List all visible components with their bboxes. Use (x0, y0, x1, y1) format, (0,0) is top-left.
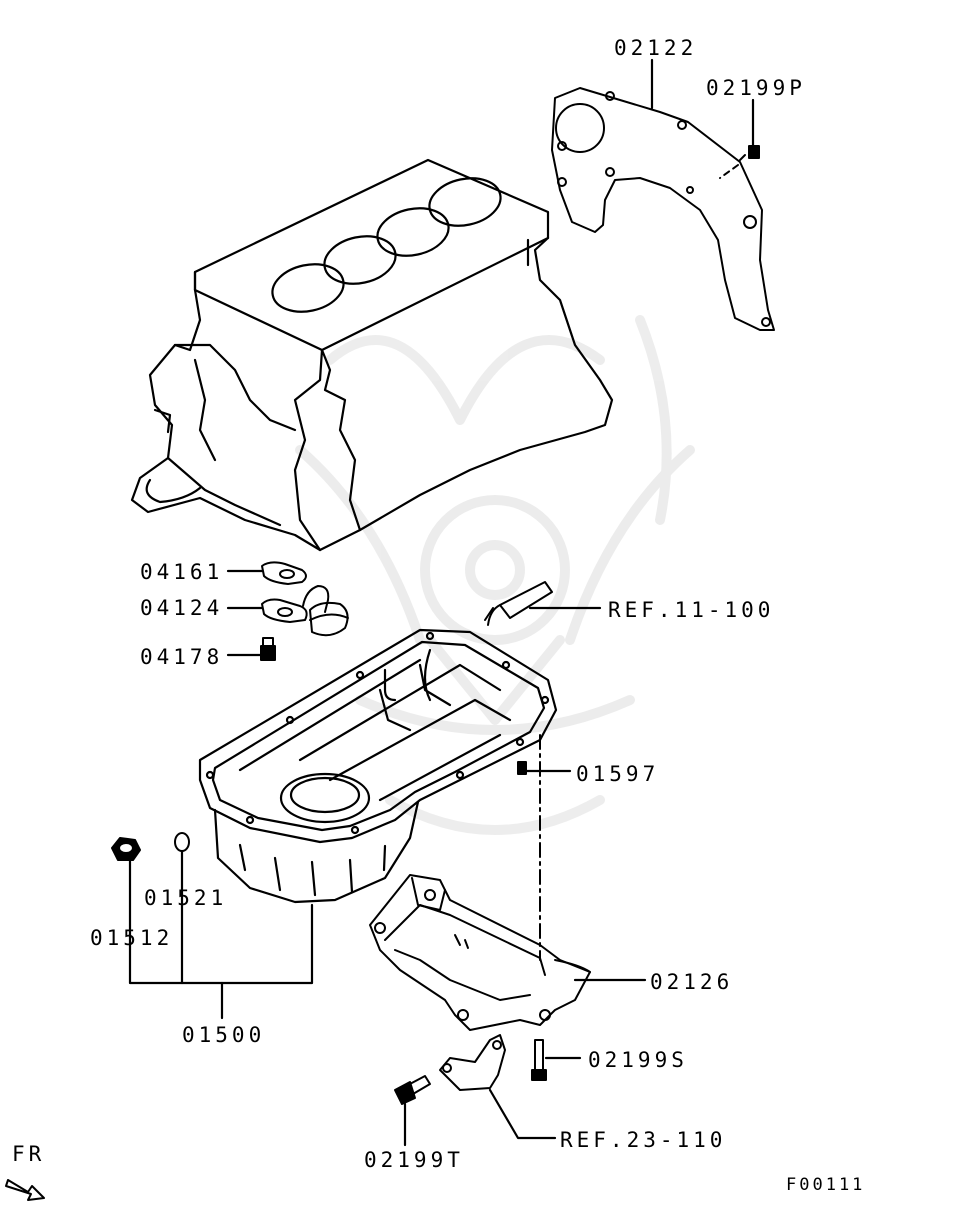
fr-label: FR (12, 1142, 46, 1166)
sealant-tube (484, 581, 553, 626)
label-01521[interactable]: 01521 (144, 886, 228, 910)
label-04124[interactable]: 04124 (140, 596, 224, 620)
cylinder-bore-2 (376, 207, 450, 257)
leader-01500 (128, 858, 314, 985)
label-ref-23-110[interactable]: REF.23-110 (560, 1128, 727, 1152)
cylinder-bore-1 (428, 177, 502, 227)
label-01500[interactable]: 01500 (182, 1023, 266, 1047)
label-02122[interactable]: 02122 (614, 36, 698, 60)
front-arrow-icon (5, 1179, 45, 1201)
drain-plug-01512 (111, 837, 141, 861)
watermark-emblem (295, 315, 695, 835)
rear-plate-02122 (551, 87, 775, 331)
sump-opening (279, 772, 371, 824)
label-04161[interactable]: 04161 (140, 560, 224, 584)
bolt-01597 (517, 734, 541, 961)
label-02126[interactable]: 02126 (650, 970, 734, 994)
label-04178[interactable]: 04178 (140, 645, 224, 669)
diagram-code: F00111 (786, 1175, 866, 1195)
label-02199S[interactable]: 02199S (588, 1048, 688, 1072)
lower-pan-02126 (369, 874, 591, 1031)
bolt-04178 (260, 637, 276, 661)
cylinder-bore-3 (323, 235, 397, 285)
gasket-01521 (174, 832, 190, 852)
engine-block (130, 158, 614, 552)
cylinder-bore-4 (271, 263, 345, 313)
leader-ref23 (488, 1088, 557, 1140)
bolt-02199S (531, 1039, 547, 1081)
bracket (439, 1034, 506, 1091)
leader-lines (128, 58, 755, 1147)
strainer-04124 (261, 585, 349, 637)
oil-pan (198, 628, 558, 904)
bolt-02199P (719, 145, 760, 179)
gasket-04161 (261, 561, 307, 585)
label-01597[interactable]: 01597 (576, 762, 660, 786)
label-ref-11-100[interactable]: REF.11-100 (608, 598, 775, 622)
label-01512[interactable]: 01512 (90, 926, 174, 950)
label-02199T[interactable]: 02199T (364, 1148, 464, 1172)
bolt-02199T (394, 1075, 431, 1105)
label-02199P[interactable]: 02199P (706, 76, 806, 100)
